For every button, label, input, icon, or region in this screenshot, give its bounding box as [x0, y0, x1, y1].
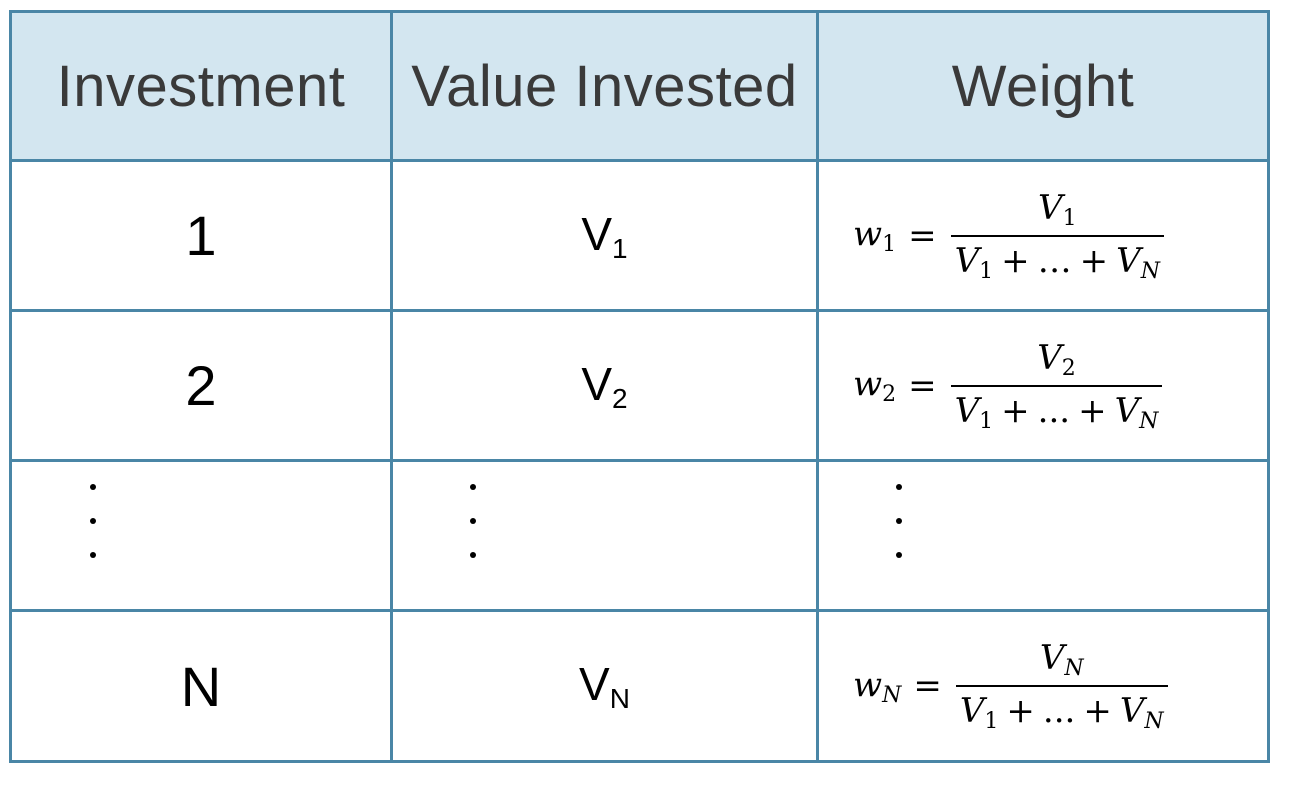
weight-lhs: w1	[853, 214, 897, 257]
row-ellipsis-investment	[12, 462, 393, 612]
equals-sign: =	[908, 215, 937, 256]
header-investment-label: Investment	[56, 53, 346, 119]
fraction-denominator: V1+...+VN	[950, 384, 1163, 434]
fraction-numerator: V2	[1037, 337, 1076, 381]
equals-sign: =	[908, 365, 937, 406]
vertical-ellipsis-icon	[470, 484, 476, 558]
header-investment: Investment	[12, 13, 393, 162]
value-subscript: 2	[612, 382, 628, 414]
value-invested: VN	[579, 657, 630, 715]
weight-fraction: V2 V1+...+VN	[950, 337, 1163, 434]
fraction-numerator: V1	[1038, 187, 1077, 231]
investment-number: N	[180, 654, 222, 718]
row-n-investment: N	[12, 612, 393, 760]
row-n-value: VN	[393, 612, 819, 760]
weight-formula: wN = VN V1+...+VN	[819, 638, 1267, 734]
row-1-value: V1	[393, 162, 819, 312]
fraction-denominator: V1+…+VN	[950, 234, 1164, 284]
row-n-weight: wN = VN V1+...+VN	[819, 612, 1267, 760]
value-symbol: V	[581, 207, 613, 260]
row-2-value: V2	[393, 312, 819, 462]
weights-table: Investment Value Invested Weight 1 V1 w1…	[9, 10, 1270, 763]
weight-lhs: w2	[853, 364, 897, 407]
header-weight-label: Weight	[951, 53, 1135, 119]
weight-formula: w1 = V1 V1+…+VN	[819, 188, 1267, 284]
row-2-investment: 2	[12, 312, 393, 462]
vertical-ellipsis-icon	[896, 484, 902, 558]
equals-sign: =	[913, 666, 942, 706]
row-ellipsis-value	[393, 462, 819, 612]
row-1-weight: w1 = V1 V1+…+VN	[819, 162, 1267, 312]
fraction-denominator: V1+...+VN	[955, 685, 1168, 734]
header-value-invested: Value Invested	[393, 13, 819, 162]
value-symbol: V	[581, 357, 613, 410]
header-value-invested-label: Value Invested	[411, 53, 798, 119]
row-1-investment: 1	[12, 162, 393, 312]
value-invested: V1	[581, 207, 627, 265]
row-ellipsis-weight	[819, 462, 1267, 612]
weight-fraction: V1 V1+…+VN	[950, 187, 1164, 284]
weight-formula: w2 = V2 V1+...+VN	[819, 338, 1267, 434]
weight-fraction: VN V1+...+VN	[955, 638, 1168, 734]
investment-number: 2	[185, 354, 217, 417]
value-invested: V2	[581, 357, 627, 415]
value-symbol: V	[579, 658, 610, 710]
investment-number: 1	[185, 204, 217, 267]
weight-lhs: wN	[853, 664, 902, 708]
row-2-weight: w2 = V2 V1+...+VN	[819, 312, 1267, 462]
vertical-ellipsis-icon	[90, 484, 96, 558]
header-weight: Weight	[819, 13, 1267, 162]
value-subscript: 1	[612, 232, 628, 264]
value-subscript: N	[609, 683, 630, 714]
fraction-numerator: VN	[1039, 638, 1084, 681]
